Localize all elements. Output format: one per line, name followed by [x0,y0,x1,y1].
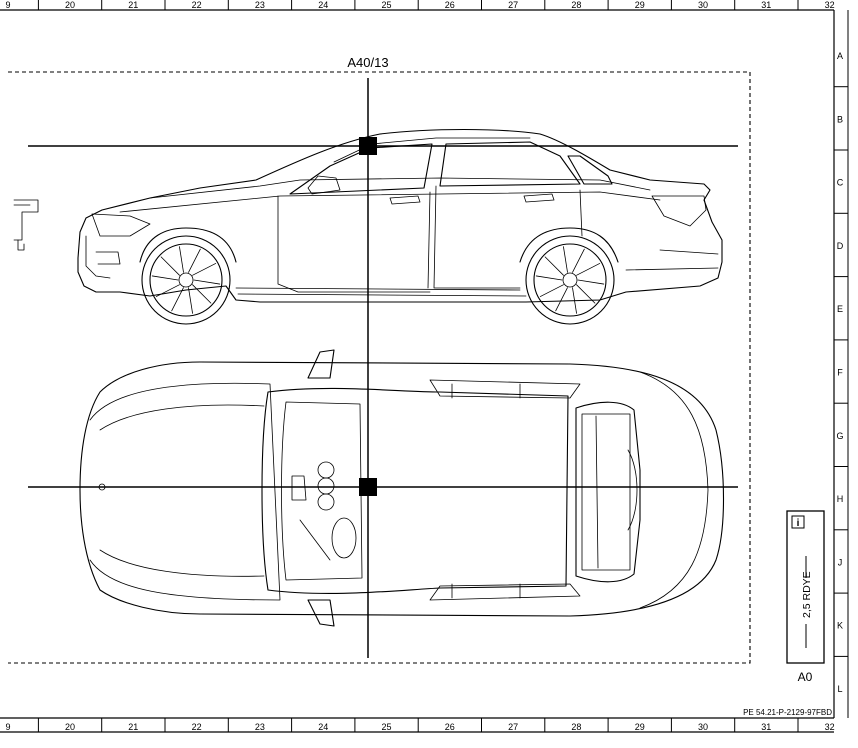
column-label: 28 [571,722,581,732]
location-crosshair [28,78,738,658]
partial-connector-symbol [13,199,39,251]
document-id: PE 54.21-P-2129-97FBD [743,708,832,717]
wheel-spoke [563,246,568,273]
wheel-spoke [160,256,180,276]
wheel-spoke [192,263,217,276]
column-label: 22 [192,0,202,10]
column-label: 25 [381,722,391,732]
column-label: 23 [255,722,265,732]
column-label: 24 [318,722,328,732]
column-label: 28 [571,0,581,10]
wire-info-box: i 2,5 RDYE [786,510,825,664]
column-label: 21 [128,722,138,732]
wheel-spoke [151,275,179,281]
wheel-spoke [179,246,184,273]
row-label: D [837,241,844,251]
car-side-view [77,128,723,325]
column-label: 24 [318,0,328,10]
column-label: 23 [255,0,265,10]
row-label: G [836,431,843,441]
wheel-spoke [555,287,568,312]
wheel-spoke [577,279,605,285]
wheel-spoke [572,287,577,314]
svg-text:i: i [797,518,800,529]
column-label: 22 [192,722,202,732]
row-label: B [837,114,843,124]
column-label: 29 [635,0,645,10]
wheel-spoke [576,284,596,304]
component-marker-top [359,478,377,496]
wheel-spoke [188,248,201,273]
row-label: L [837,684,842,694]
component-boundary [8,71,751,664]
column-label: 20 [65,722,75,732]
row-label: C [837,178,844,188]
column-label: 26 [445,0,455,10]
wheel-spoke [192,284,212,304]
wheel-spoke [544,256,564,276]
column-label: 27 [508,722,518,732]
row-label: H [837,494,844,504]
row-label: A [837,51,843,61]
column-label: 30 [698,722,708,732]
wheel-spoke [171,287,184,312]
column-label: 32 [825,722,835,732]
column-label: 31 [761,722,771,732]
column-ruler-top: 9 20 21 22 23 24 25 26 27 28 29 30 31 32 [5,0,835,10]
column-label: 9 [5,722,10,732]
column-label: 20 [65,0,75,10]
component-marker-side [359,137,377,155]
column-label: 25 [381,0,391,10]
row-label: K [837,621,843,631]
wheel-spoke [155,284,180,297]
info-icon [791,515,805,529]
row-label: F [837,368,843,378]
column-label: 9 [5,0,10,10]
column-label: 26 [445,722,455,732]
column-ruler-bottom: 9 20 21 22 23 24 25 26 27 28 29 30 31 32 [5,718,835,732]
wire-code: 2,5 RDYE [801,571,813,618]
car-top-view [79,349,725,627]
wheel-spoke [539,284,564,297]
column-label: 29 [635,722,645,732]
wheel-spoke [188,287,193,314]
column-label: 32 [825,0,835,10]
wheel-spoke [193,279,221,285]
wheel-spoke [572,248,585,273]
wheel-spoke [535,275,563,281]
row-ruler-right: A B C D E F G H J K L [834,10,849,718]
wheel-spoke [576,263,601,276]
column-label: 21 [128,0,138,10]
connector-label: A0 [798,670,813,684]
component-label: A40/13 [347,55,388,70]
row-label: E [837,304,843,314]
row-label: J [838,557,843,567]
column-label: 30 [698,0,708,10]
column-label: 31 [761,0,771,10]
column-label: 27 [508,0,518,10]
sheet-frame [0,9,835,733]
